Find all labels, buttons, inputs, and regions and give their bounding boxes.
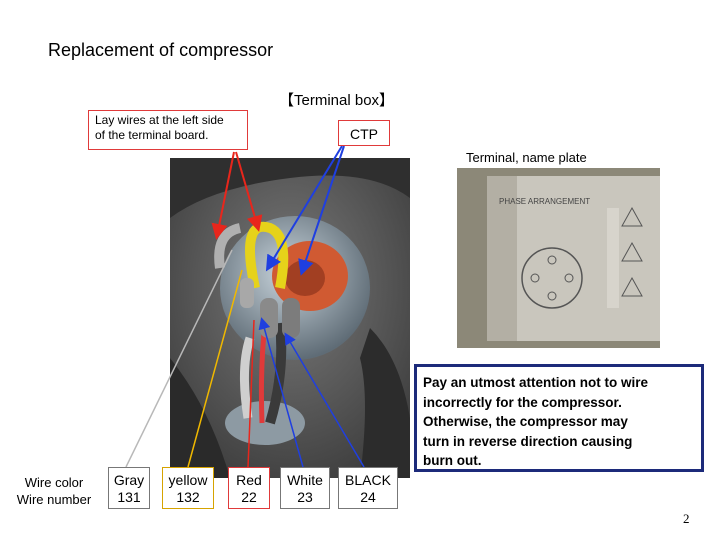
warning-line: incorrectly for the compressor. [423, 394, 622, 410]
white-wire-line [258, 317, 304, 468]
lay-wires-line1: Lay wires at the left side [95, 113, 224, 127]
warning-line: burn out. [423, 453, 482, 468]
yellow-wire-line [187, 269, 243, 468]
wire-number: 131 [117, 489, 141, 505]
black-wire-line [284, 332, 365, 468]
warning-line: turn in reverse direction causing [423, 433, 633, 449]
warning-line: Otherwise, the compressor may [423, 414, 628, 429]
warning-box: Pay an utmost attention not to wire inco… [414, 364, 704, 472]
gray-wire-line [125, 249, 233, 468]
wire-number: 23 [297, 489, 313, 505]
wire-number: 22 [241, 489, 257, 505]
wire-box-red: Red 22 [228, 467, 270, 509]
name-plate-photo: PHASE ARRANGEMENT [457, 168, 660, 348]
red-arrow-right [235, 151, 263, 232]
blue-arrow-right [298, 145, 345, 276]
wire-box-gray: Gray 131 [108, 467, 150, 509]
name-plate-heading: PHASE ARRANGEMENT [499, 197, 590, 206]
legend-color-label: Wire color [24, 475, 84, 490]
lay-wires-callout: Lay wires at the left side of the termin… [88, 110, 248, 150]
wire-box-white: White 23 [280, 467, 330, 509]
ctp-callout: CTP [338, 120, 390, 146]
wire-color: White [287, 472, 323, 488]
wire-number: 132 [176, 489, 200, 505]
section-subtitle: 【Terminal box】 [279, 92, 395, 109]
legend-number-label: Wire number [16, 492, 92, 507]
slide-title: Replacement of compressor [48, 40, 274, 60]
lay-wires-line2: of the terminal board. [95, 128, 209, 142]
red-arrow-left [211, 151, 235, 240]
blue-arrow-left [265, 145, 343, 272]
name-plate-label: Terminal, name plate [466, 150, 587, 165]
wire-legend: Wire color Wire number [6, 474, 102, 508]
warning-line: Pay an utmost attention not to wire [423, 375, 649, 390]
wire-number: 24 [360, 489, 376, 505]
page-number: 2 [683, 511, 690, 526]
wire-box-yellow: yellow 132 [162, 467, 214, 509]
wire-color: Red [236, 472, 262, 488]
red-wire-line [247, 319, 255, 468]
wire-color: Gray [113, 472, 145, 488]
wire-color: yellow [168, 472, 208, 488]
terminal-box-photo [170, 158, 410, 478]
wire-box-black: BLACK 24 [338, 467, 398, 509]
wire-color: BLACK [345, 472, 391, 488]
